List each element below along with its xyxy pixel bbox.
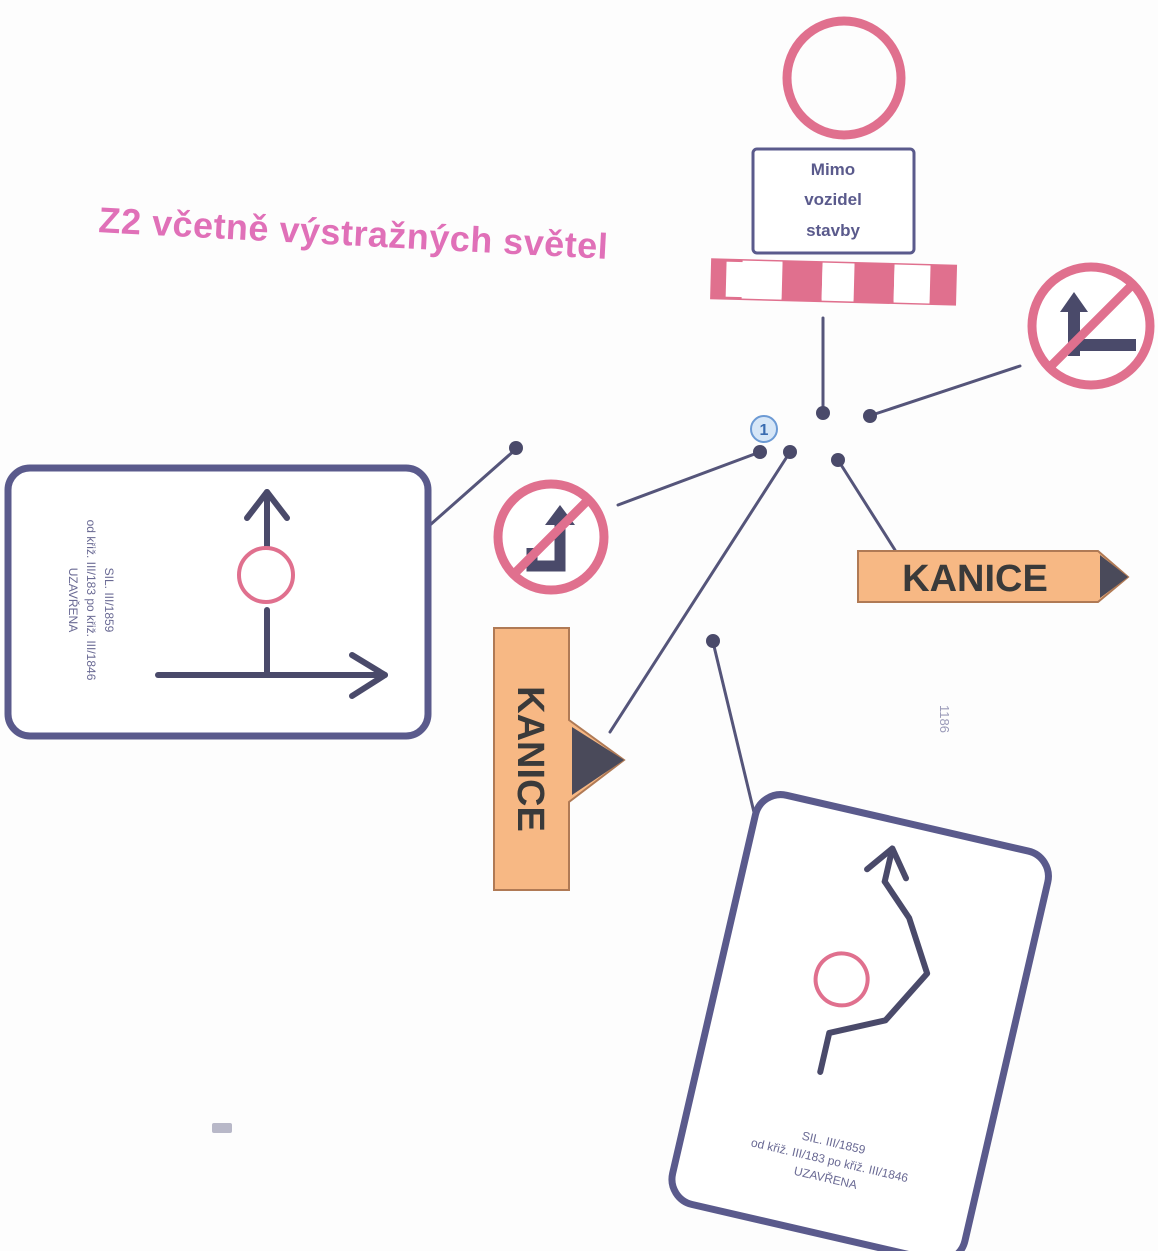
connector-left-detour xyxy=(428,447,518,527)
left-detour-sign: SIL. III/1859 od křiž. III/183 po křiž. … xyxy=(4,464,432,740)
node-dot xyxy=(783,445,797,459)
supplementary-sign: Mimo vozidel stavby xyxy=(751,147,916,255)
connector-kanice-right xyxy=(836,458,897,552)
node-number: 1 xyxy=(760,422,769,439)
node-dot xyxy=(706,634,720,648)
left-detour-line-2: od křiž. III/183 po křiž. III/1846 xyxy=(84,520,98,681)
node-number-marker: 1 xyxy=(750,415,778,443)
no-straight-right-turn-sign-icon xyxy=(493,479,609,595)
supplementary-line-3: stavby xyxy=(806,221,860,240)
faint-label: 1186 xyxy=(937,705,952,733)
road-closed-small-icon xyxy=(237,546,295,604)
node-dot xyxy=(753,445,767,459)
left-detour-line-1: SIL. III/1859 xyxy=(102,568,116,633)
barrier-z2 xyxy=(710,258,958,306)
direction-sign-vertical: KANICE xyxy=(493,627,626,891)
direction-sign-right: KANICE xyxy=(857,550,1130,603)
no-left-turn-sign xyxy=(1027,262,1155,390)
supplementary-line-2: vozidel xyxy=(804,190,862,209)
road-closed-small-icon xyxy=(813,951,870,1008)
node-dot xyxy=(509,441,523,455)
small-mark xyxy=(212,1123,232,1133)
left-detour-line-3: UZAVŘENA xyxy=(66,568,81,632)
barrier-caption: Z2 včetně výstražných světel xyxy=(98,199,610,267)
connector-lines xyxy=(428,316,1022,860)
road-closed-circle-icon xyxy=(782,16,906,140)
connector-no-right-turn xyxy=(616,450,762,507)
direction-label-vertical: KANICE xyxy=(509,686,551,832)
supplementary-line-1: Mimo xyxy=(811,160,855,179)
connector-no-left-turn xyxy=(870,364,1022,417)
node-dot xyxy=(816,406,830,420)
node-dot xyxy=(863,409,877,423)
node-dot xyxy=(831,453,845,467)
node-dots xyxy=(509,406,877,648)
direction-label-right: KANICE xyxy=(902,558,1048,600)
connector-kanice-vertical xyxy=(608,450,792,734)
bottom-detour-sign: SIL. III/1859 od křiž. III/183 po křiž. … xyxy=(668,791,1052,1251)
